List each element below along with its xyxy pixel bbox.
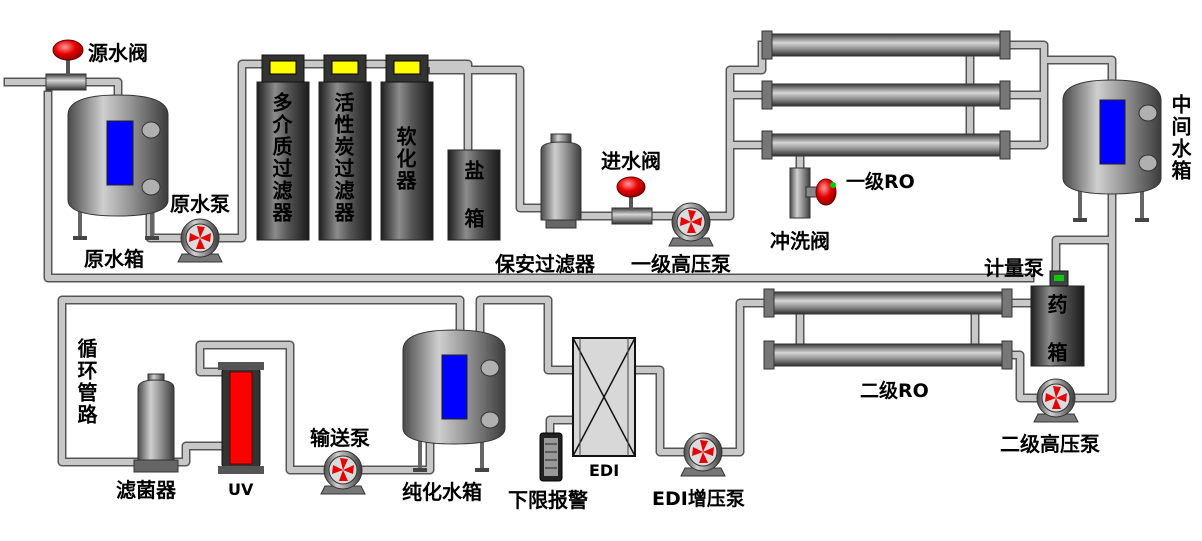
inlet-valve-label: 进水阀 (601, 149, 661, 173)
salt-tank (447, 149, 501, 241)
pipe-segment (477, 297, 576, 373)
pipe-segment (45, 92, 1033, 281)
low-level-alarm (539, 432, 563, 482)
stage2-ro-label: 二级RO (860, 380, 929, 402)
pipe-segment (59, 297, 463, 465)
pipe-segment (1009, 352, 1039, 401)
uv-sterilizer (218, 362, 264, 474)
pipe-segment (197, 342, 326, 473)
uv-label: UV (228, 480, 254, 499)
raw-water-pump[interactable] (177, 218, 223, 263)
middle-water-tank (1062, 79, 1162, 222)
pipe-segment (1073, 237, 1115, 401)
multimedia-filter (256, 54, 310, 241)
edi-module (572, 337, 636, 457)
pipe-segment (708, 42, 765, 219)
pipe-segment (430, 67, 544, 211)
pipe-segment (720, 300, 767, 455)
pipe-outline (145, 211, 185, 243)
flush-valve[interactable] (789, 167, 837, 219)
pure-water-tank (402, 329, 506, 472)
edi-booster-pump[interactable] (680, 432, 726, 477)
softener-label: 软化器 (393, 126, 417, 192)
pipe-segment (217, 61, 265, 241)
pipe-segment (1041, 57, 1115, 83)
pipe-segment (171, 443, 225, 465)
stage1-ro-membranes (761, 30, 1011, 160)
raw-tank-level-gauge (106, 120, 134, 186)
bacteria-filter (133, 373, 179, 473)
pipe-outline (423, 59, 473, 155)
pure-tank-label: 纯化水箱 (402, 480, 482, 504)
raw-water-tank (67, 94, 169, 240)
raw-valve-label: 源水阀 (88, 41, 148, 65)
salt-tank-label: 盐 箱 (461, 160, 485, 230)
edi-label: EDI (589, 461, 620, 480)
carbon-filter-label: 活性炭过滤器 (331, 92, 355, 224)
raw-pump-label: 原水泵 (170, 192, 230, 216)
dosing-pump-label: 计量泵 (984, 256, 1044, 280)
raw-tank-label: 原水箱 (84, 247, 144, 271)
loop-pipe-label: 循环管路 (74, 338, 98, 426)
stage2-pump-label: 二级高压泵 (1000, 432, 1100, 456)
pipe-outline (718, 298, 769, 457)
sterilizer-label: 滤菌器 (116, 478, 176, 502)
security-filter-label: 保安过滤器 (495, 252, 595, 276)
low-alarm-label: 下限报警 (508, 488, 588, 512)
security-filter (540, 133, 582, 229)
pipe-segment (360, 441, 433, 473)
pipe-segment (5, 79, 121, 98)
pipe-outline (1051, 189, 1117, 276)
activated-carbon-filter (318, 54, 372, 241)
stage1-ro-label: 一级RO (846, 171, 915, 193)
stage1-pump-label: 一级高压泵 (631, 252, 731, 276)
pipe-outline (57, 295, 465, 467)
pipe-segment (547, 417, 576, 436)
stage1-high-pressure-pump[interactable] (668, 202, 714, 247)
source-valve[interactable] (45, 39, 87, 91)
edi-pump-label: EDI增压泵 (652, 488, 745, 510)
inlet-valve[interactable] (611, 176, 653, 225)
pipe-segment (632, 367, 686, 455)
stage2-ro-membranes (763, 288, 1013, 370)
middle-tank-label: 中间水箱 (1168, 94, 1192, 182)
transfer-pump-label: 输送泵 (310, 426, 370, 450)
chem-tank-label: 药 箱 (1044, 294, 1068, 364)
multimedia-filter-label: 多介质过滤器 (269, 92, 293, 224)
pipe-segment (1053, 191, 1115, 274)
chemical-tank (1030, 270, 1085, 367)
softener (380, 54, 434, 241)
transfer-pump[interactable] (320, 450, 366, 495)
stage2-high-pressure-pump[interactable] (1033, 378, 1079, 423)
pipe-segment (425, 61, 471, 153)
flush-valve-label: 冲洗阀 (770, 229, 830, 253)
